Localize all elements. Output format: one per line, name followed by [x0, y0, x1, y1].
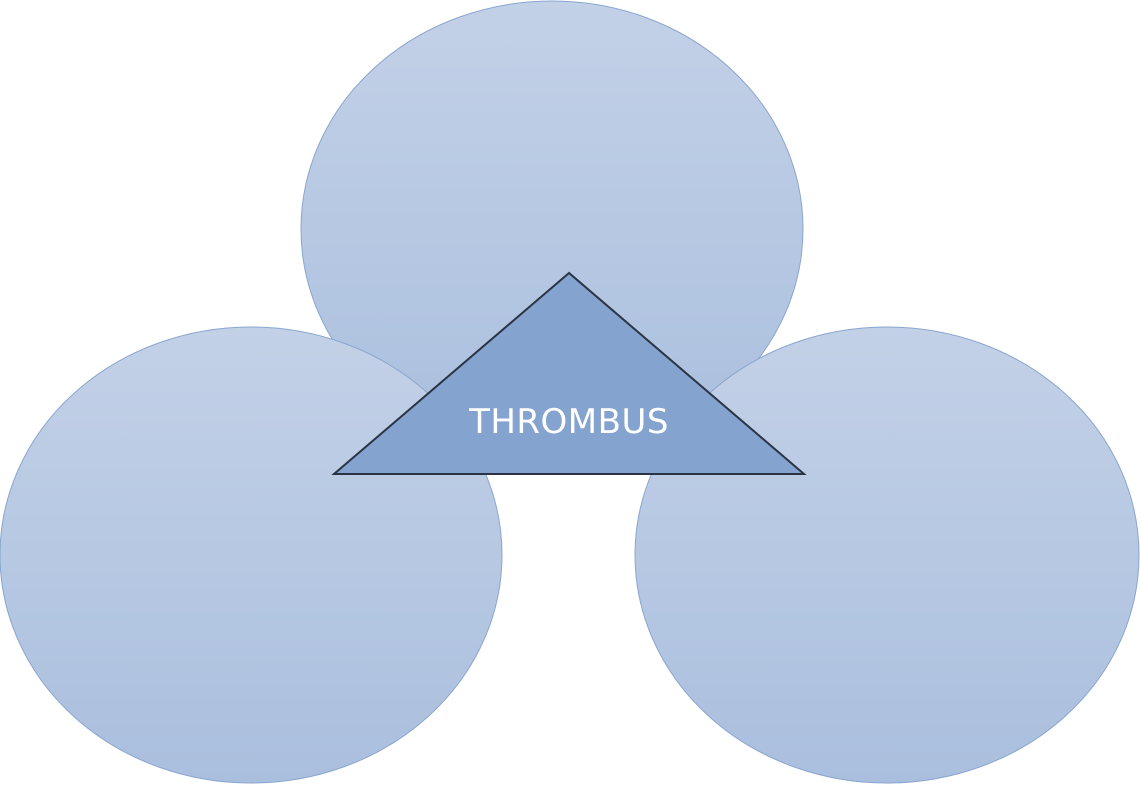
thrombus-label: THROMBUS: [469, 402, 669, 442]
thrombus-triangle: [331, 271, 807, 475]
